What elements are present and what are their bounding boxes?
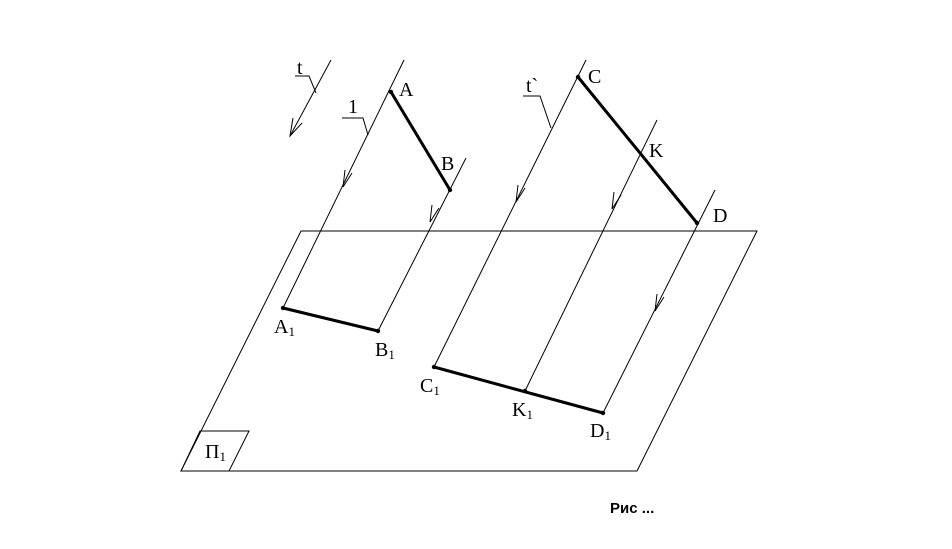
label-k1: K1 [512, 399, 533, 422]
label-k: K [649, 140, 664, 162]
projecting-line-a-arrow [342, 169, 353, 188]
label-b: B [441, 153, 454, 175]
figure-caption: Рис ... [610, 500, 654, 517]
projecting-line-d [602, 189, 716, 414]
segment-c1d1 [432, 365, 605, 415]
projecting-line-b [377, 157, 467, 332]
label-a1: A1 [274, 316, 295, 339]
point-c [575, 74, 581, 80]
point-b1 [375, 328, 381, 334]
plane-pi1 [180, 230, 758, 472]
label-c1: C1 [420, 375, 440, 398]
projecting-line-c [433, 59, 587, 368]
direction-t-arrow [289, 117, 303, 138]
label-t: t [297, 57, 303, 79]
direction-t-line [289, 59, 332, 137]
point-a [388, 89, 394, 95]
label-t-prime: t` [526, 75, 538, 97]
point-k1 [522, 388, 528, 394]
label-d: D [713, 205, 727, 227]
projecting-line-c-arrow [515, 184, 526, 203]
point-c1 [431, 364, 437, 370]
projecting-line-k-arrow [611, 191, 622, 210]
segment-ab [389, 90, 452, 192]
point-a1 [280, 305, 286, 311]
label-plane-pi1: П1 [205, 441, 226, 464]
direction-t-leader [295, 75, 317, 94]
segment-cd [576, 75, 699, 225]
projecting-line-b-arrow [429, 204, 440, 223]
label-1-leader [342, 117, 369, 136]
projecting-line-k [524, 119, 658, 392]
label-b1: B1 [375, 339, 395, 362]
label-1: 1 [348, 96, 358, 118]
point-d [694, 220, 700, 226]
segment-a1b1 [281, 306, 380, 333]
projecting-line-d-arrow [654, 293, 665, 312]
point-d1 [600, 410, 606, 416]
label-a: A [399, 79, 414, 101]
label-d1: D1 [590, 420, 611, 443]
label-c: C [588, 66, 601, 88]
label-t-prime-leader [523, 95, 552, 129]
point-b [447, 187, 453, 193]
plane-label-box [180, 430, 250, 472]
